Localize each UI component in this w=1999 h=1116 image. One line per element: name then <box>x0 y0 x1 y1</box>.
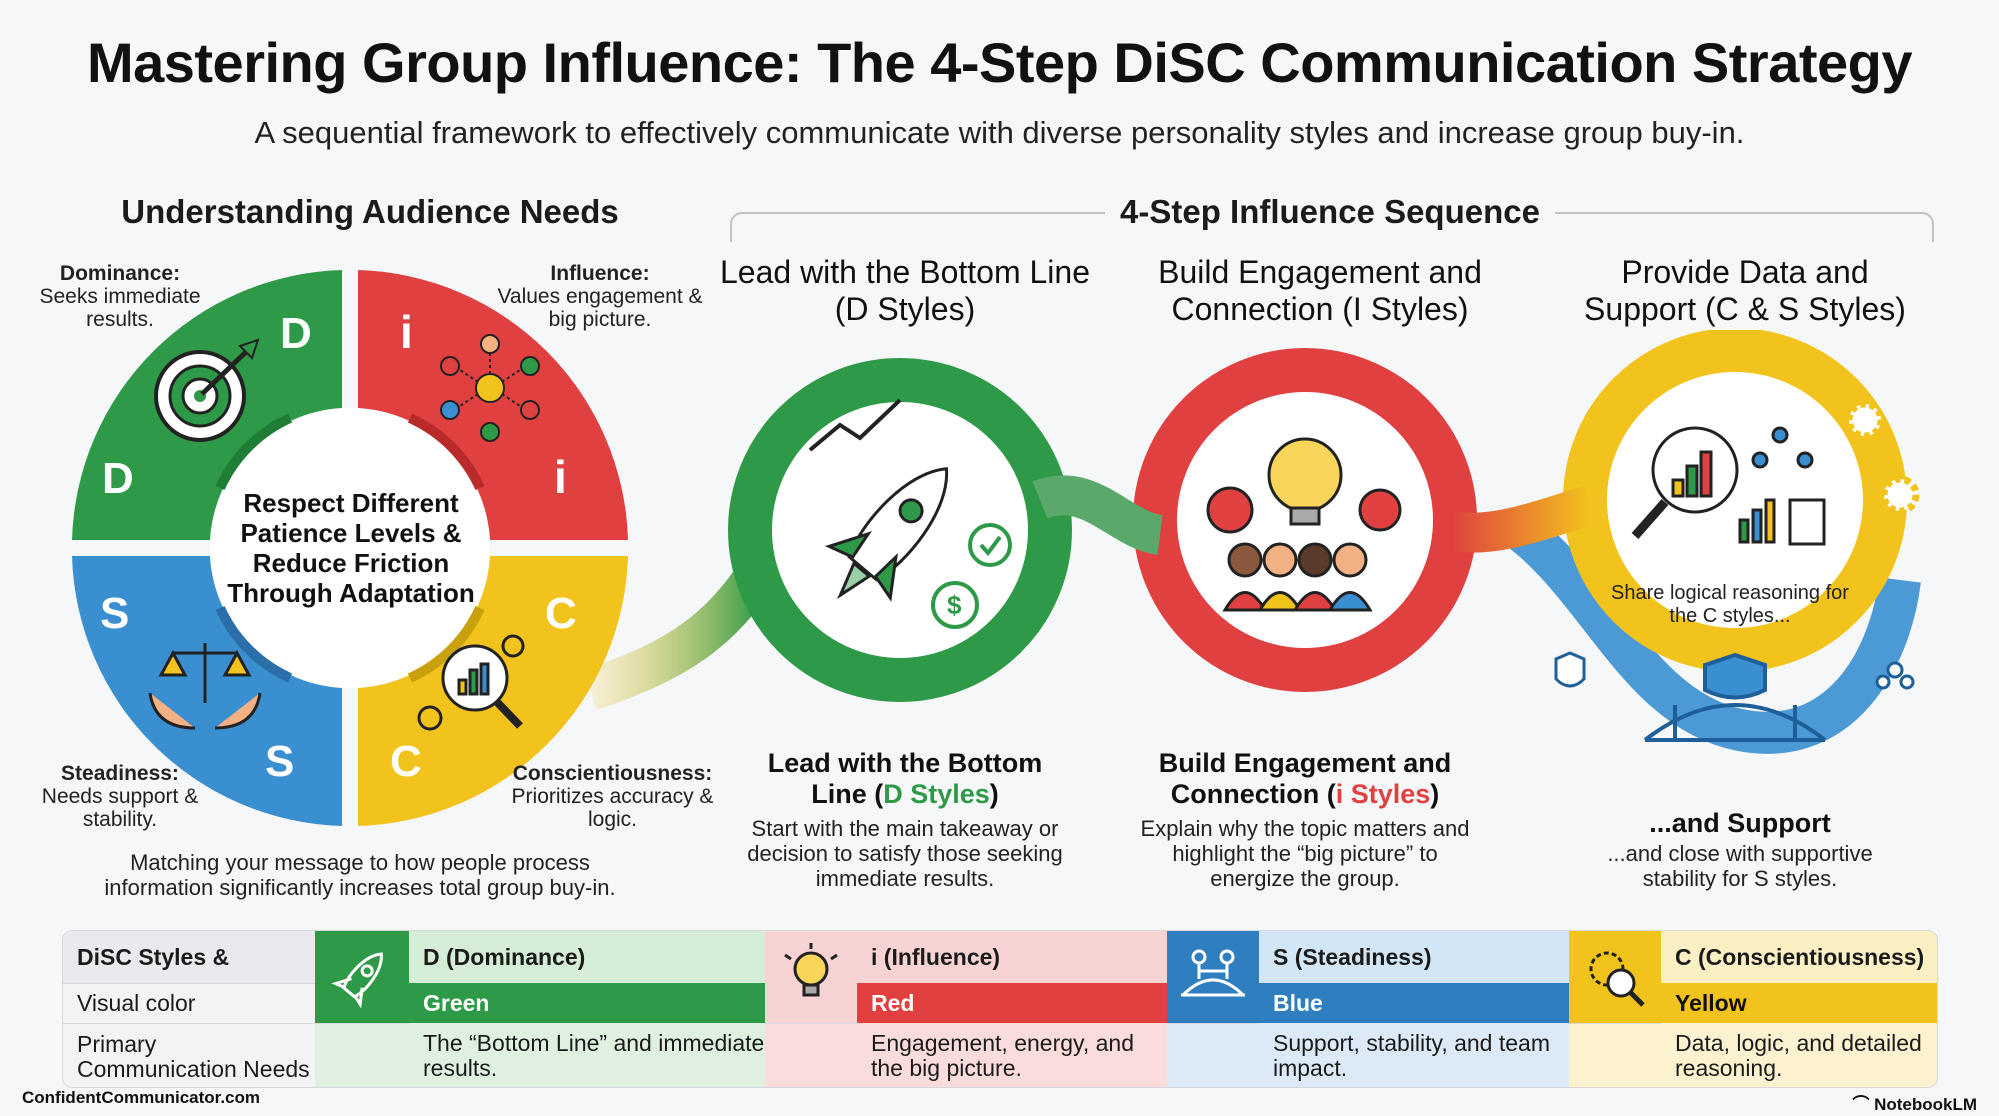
check-icon <box>968 523 1012 567</box>
disc-wheel: D D i i S S C C <box>72 270 628 826</box>
label-conscientiousness: Conscientiousness:Prioritizes accuracy &… <box>511 762 714 831</box>
table-i-needs: Engagement, energy, and the big picture. <box>857 1023 1167 1087</box>
table-d-color: Green <box>409 983 765 1023</box>
table-s-icon-cell <box>1167 931 1259 1023</box>
lightbulb-icon <box>784 943 838 997</box>
table-c-color: Yellow <box>1661 983 1937 1023</box>
table-i-style: i (Influence) <box>857 931 1167 983</box>
label-dominance: Dominance:Seeks immediate results. <box>39 262 201 331</box>
team-icon <box>1875 661 1915 690</box>
step-3-s-caption: ...and Support ...and close with support… <box>1607 808 1873 891</box>
table-i-icon-cell <box>765 931 857 1023</box>
letter-d-top: D <box>280 309 312 358</box>
target-icon <box>154 338 260 442</box>
wheel-note: Matching your message to how people proc… <box>104 850 616 900</box>
label-influence: Influence:Values engagement & big pictur… <box>497 262 703 331</box>
table-d-style: D (Dominance) <box>409 931 765 983</box>
disc-summary-table: DiSC Styles & Visual color Primary Commu… <box>62 930 1938 1088</box>
sequence-ribbon: $ <box>583 330 1921 754</box>
scales-hands-icon <box>148 643 262 730</box>
shield-icon <box>1554 651 1586 688</box>
notebook-icon: ⌒ <box>1852 1095 1875 1114</box>
footer-brand: ⌒ NotebookLM <box>1852 1095 1977 1114</box>
rocket-icon <box>331 952 383 1009</box>
letter-i-right: i <box>554 451 567 503</box>
table-c-style: C (Conscientiousness) <box>1661 931 1937 983</box>
page-title: Mastering Group Influence: The 4-Step Di… <box>86 31 1913 94</box>
step-3-heading: Provide Data and Support (C & S Styles) <box>1584 254 1906 327</box>
label-steadiness: Steadiness:Needs support & stability. <box>41 762 199 831</box>
table-s-color: Blue <box>1259 983 1569 1023</box>
table-s-style: S (Steadiness) <box>1259 931 1569 983</box>
rocket-icon <box>824 467 948 602</box>
page-subtitle: A sequential framework to effectively co… <box>254 115 1745 150</box>
letter-i-top: i <box>400 306 413 358</box>
letter-d-left: D <box>102 454 134 503</box>
lightbulb-team-icon <box>1206 437 1402 612</box>
magnifier-chart-icon <box>417 634 525 731</box>
table-d-needs: The “Bottom Line” and immediate results. <box>409 1023 765 1087</box>
wheel-quadrant-s <box>72 556 342 826</box>
letter-c-bottom: C <box>390 737 422 786</box>
table-c-needs: Data, logic, and detailed reasoning. <box>1661 1023 1937 1087</box>
bridge-people-icon <box>1181 949 1245 997</box>
table-row-label-needs: Primary Communication Needs <box>63 1023 315 1087</box>
letter-s-left: S <box>100 589 129 638</box>
table-d-icon-cell <box>315 931 409 1023</box>
letter-c-right: C <box>545 589 577 638</box>
svg-text:$: $ <box>947 590 962 620</box>
people-network-icon <box>440 334 540 442</box>
step-1-caption: Lead with the Bottom Line (D Styles) Sta… <box>747 748 1063 891</box>
letter-s-bottom: S <box>265 737 294 786</box>
data-analysis-icon <box>1631 426 1826 546</box>
step-2-heading: Build Engagement and Connection (I Style… <box>1158 254 1482 327</box>
table-c-icon-cell <box>1569 931 1661 1023</box>
gear-magnifier-icon <box>1589 951 1645 1007</box>
left-section-heading: Understanding Audience Needs <box>121 193 619 230</box>
step-3-c-text: Share logical reasoning for the C styles… <box>1611 582 1849 627</box>
wheel-quadrant-i <box>358 270 628 540</box>
gear-icon <box>1845 400 1885 440</box>
step-2-caption: Build Engagement and Connection (i Style… <box>1140 748 1470 891</box>
table-row-label-color: Visual color <box>63 983 315 1023</box>
table-row-label-styles: DiSC Styles & <box>63 931 315 983</box>
table-s-needs: Support, stability, and team impact. <box>1259 1023 1569 1087</box>
wheel-center-text: Respect Different Patience Levels & Redu… <box>227 488 475 608</box>
sequence-heading: 4-Step Influence Sequence <box>1105 193 1555 231</box>
trend-line-icon <box>808 398 902 452</box>
footer-site: ConfidentCommunicator.com <box>22 1088 261 1107</box>
table-i-color: Red <box>857 983 1167 1023</box>
gear-icon-2 <box>1880 475 1920 515</box>
dollar-icon: $ <box>931 581 979 629</box>
step-1-heading: Lead with the Bottom Line (D Styles) <box>719 254 1090 327</box>
bridge-icon <box>1643 652 1827 742</box>
